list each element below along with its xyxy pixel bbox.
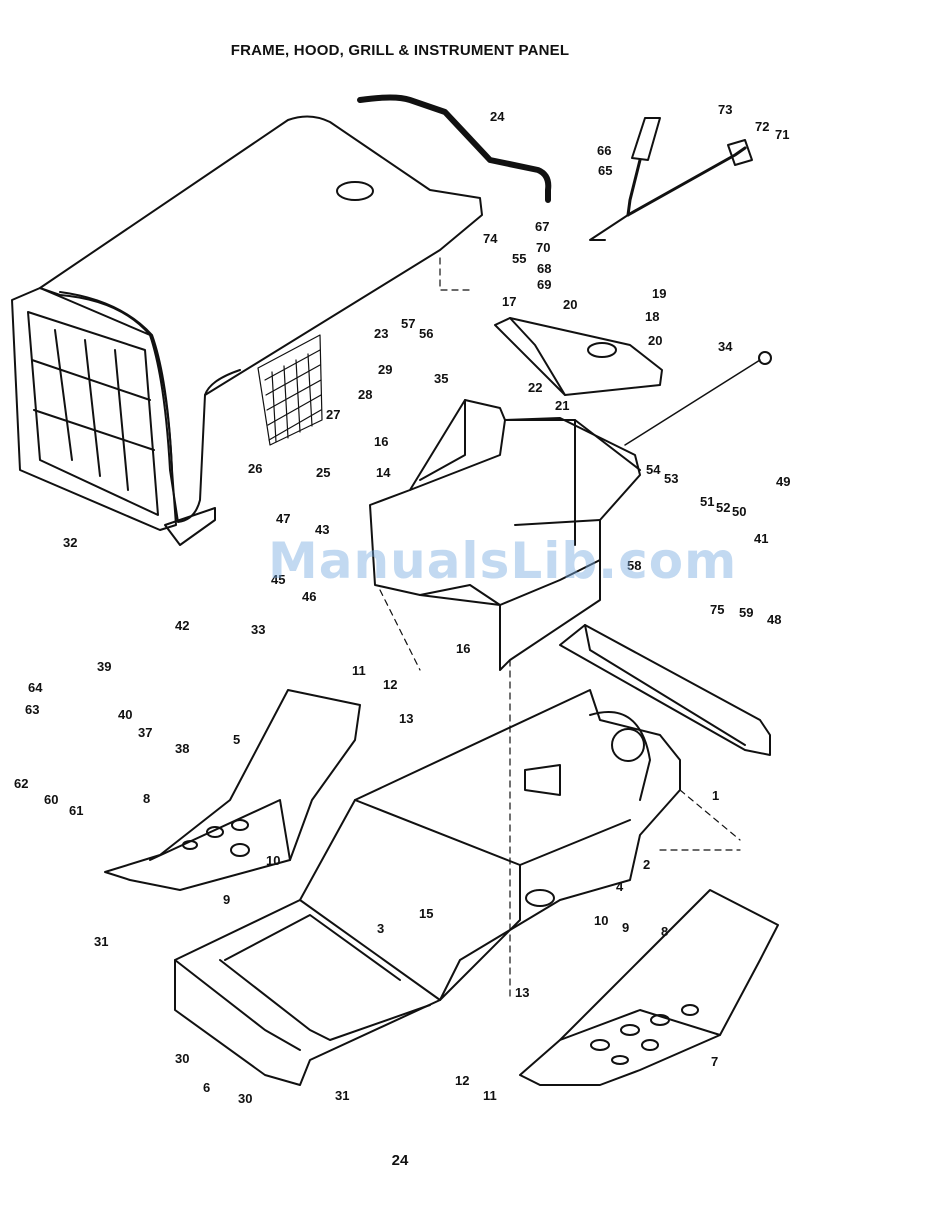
callout-label-part-51: 51	[700, 494, 714, 509]
callout-label-part-48: 48	[767, 612, 781, 627]
callout-label-part-59: 59	[739, 605, 753, 620]
callout-label-part-55: 55	[512, 251, 526, 266]
callout-label-part-31: 31	[94, 934, 108, 949]
callout-label-part-14: 14	[376, 465, 391, 480]
callout-label-part-41: 41	[754, 531, 768, 546]
callout-label-part-20: 20	[648, 333, 662, 348]
callout-label-part-67: 67	[535, 219, 549, 234]
callout-label-part-15: 15	[419, 906, 433, 921]
callout-label-part-50: 50	[732, 504, 746, 519]
callout-label-part-47: 47	[276, 511, 290, 526]
callout-label-part-34: 34	[718, 339, 733, 354]
main-frame-part-1	[175, 690, 680, 1085]
steering-rod-part-24	[360, 98, 548, 201]
callout-label-part-8: 8	[661, 924, 668, 939]
callout-label-part-33: 33	[251, 622, 265, 637]
watermark-text: ManualsLib.com	[268, 532, 737, 590]
callout-label-part-35: 35	[434, 371, 448, 386]
callout-label-part-46: 46	[302, 589, 316, 604]
callout-label-part-12: 12	[455, 1073, 469, 1088]
callout-label-part-6: 6	[203, 1080, 210, 1095]
callout-label-part-17: 17	[502, 294, 516, 309]
leader-lines	[380, 258, 740, 1000]
callout-label-part-30: 30	[238, 1091, 252, 1106]
callout-label-part-49: 49	[776, 474, 790, 489]
callout-label-part-7: 7	[711, 1054, 718, 1069]
callout-label-part-11: 11	[352, 663, 366, 678]
callout-label-part-13: 13	[399, 711, 413, 726]
callout-label-part-37: 37	[138, 725, 152, 740]
callout-label-part-31: 31	[335, 1088, 349, 1103]
callout-label-part-28: 28	[358, 387, 372, 402]
callout-label-part-69: 69	[537, 277, 551, 292]
callout-label-part-22: 22	[528, 380, 542, 395]
front-bracket	[560, 625, 770, 755]
callout-label-part-4: 4	[616, 879, 624, 894]
callout-label-part-10: 10	[266, 853, 280, 868]
callout-label-part-56: 56	[419, 326, 433, 341]
callout-label-part-52: 52	[716, 500, 730, 515]
callout-label-part-26: 26	[248, 461, 262, 476]
callout-label-part-73: 73	[718, 102, 732, 117]
callout-label-part-38: 38	[175, 741, 189, 756]
callout-label-part-54: 54	[646, 462, 661, 477]
callout-label-part-9: 9	[622, 920, 629, 935]
callout-label-part-71: 71	[775, 127, 789, 142]
callout-label-part-16: 16	[374, 434, 388, 449]
callout-label-part-63: 63	[25, 702, 39, 717]
callout-label-part-24: 24	[490, 109, 505, 124]
lift-lever-parts-65-66	[590, 118, 752, 240]
callout-label-part-11: 11	[483, 1088, 497, 1103]
callout-label-part-3: 3	[377, 921, 384, 936]
callout-label-part-39: 39	[97, 659, 111, 674]
callout-label-part-30: 30	[175, 1051, 189, 1066]
callout-label-part-61: 61	[69, 803, 83, 818]
callout-label-part-10: 10	[594, 913, 608, 928]
callout-label-part-68: 68	[537, 261, 551, 276]
page-number: 24	[380, 1152, 420, 1169]
right-footrest-part-7	[520, 890, 778, 1085]
callout-label-part-1: 1	[712, 788, 719, 803]
callout-label-part-32: 32	[63, 535, 77, 550]
callout-label-part-9: 9	[223, 892, 230, 907]
callout-label-part-70: 70	[536, 240, 550, 255]
callout-label-part-13: 13	[515, 985, 529, 1000]
callout-label-part-20: 20	[563, 297, 577, 312]
screen-part-25	[258, 335, 322, 445]
callout-label-part-18: 18	[645, 309, 659, 324]
callout-label-part-29: 29	[378, 362, 392, 377]
callout-label-part-57: 57	[401, 316, 415, 331]
callout-label-part-12: 12	[383, 677, 397, 692]
callout-label-part-64: 64	[28, 680, 43, 695]
callout-label-part-42: 42	[175, 618, 189, 633]
callout-label-part-27: 27	[326, 407, 340, 422]
callout-label-part-25: 25	[316, 465, 330, 480]
callout-label-part-65: 65	[598, 163, 612, 178]
callout-label-part-2: 2	[643, 857, 650, 872]
callout-label-part-40: 40	[118, 707, 132, 722]
instrument-panel-part-17	[495, 318, 662, 395]
callout-label-part-8: 8	[143, 791, 150, 806]
callout-label-part-19: 19	[652, 286, 666, 301]
callout-label-part-23: 23	[374, 326, 388, 341]
cable-part-34	[625, 352, 771, 445]
callout-label-part-5: 5	[233, 732, 240, 747]
callout-label-part-66: 66	[597, 143, 611, 158]
callout-label-part-21: 21	[555, 398, 569, 413]
callout-label-part-16: 16	[456, 641, 470, 656]
callout-label-part-62: 62	[14, 776, 28, 791]
callout-label-part-75: 75	[710, 602, 724, 617]
grill-assembly	[12, 288, 215, 545]
callout-label-part-60: 60	[44, 792, 58, 807]
callout-label-part-72: 72	[755, 119, 769, 134]
callout-label-part-53: 53	[664, 471, 678, 486]
callout-label-part-74: 74	[483, 231, 498, 246]
